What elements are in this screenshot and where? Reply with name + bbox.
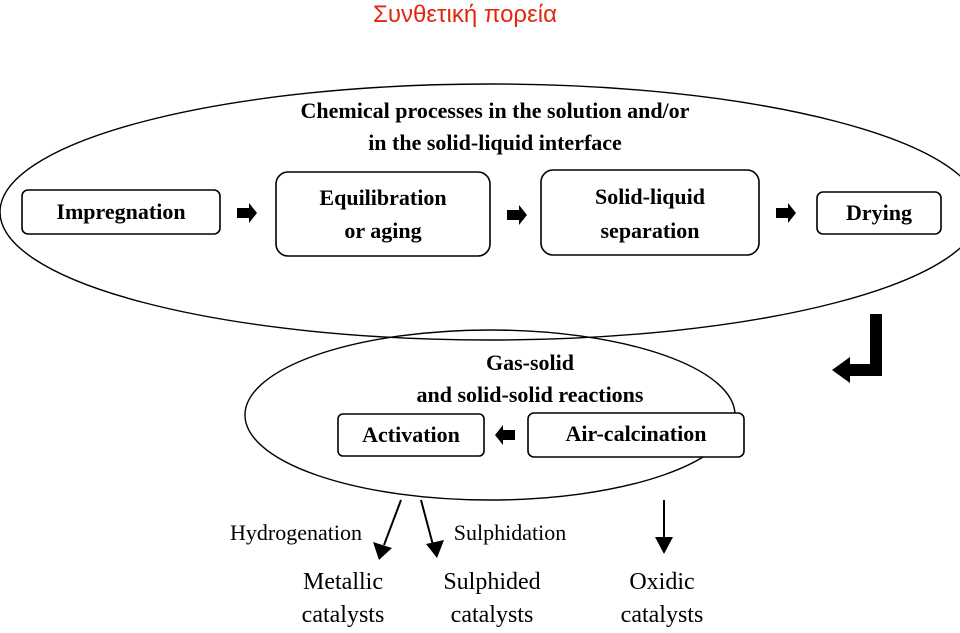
separation-label-line2: separation [601,218,700,243]
bottom-group-heading-line2: and solid-solid reactions [417,382,644,407]
equilibration-label-line2: or aging [344,218,421,243]
activation-box [337,413,485,457]
drying-box [816,191,942,235]
bottom-group-heading-line1: Gas-solid [486,350,574,375]
sulphidation-arrow-line [420,499,434,546]
drying-label: Drying [846,200,912,225]
equilibration-label-line1: Equilibration [319,185,446,210]
right-arrow-icon [776,203,796,223]
diagram-title: Συνθετική πορεία [373,1,557,28]
metallic-catalysts-line1: Metallic [303,569,383,595]
impregnation-label: Impregnation [56,199,185,224]
equilibration-box [275,171,491,257]
top-group-heading-line1: Chemical processes in the solution and/o… [301,98,690,123]
top-group-heading-line2: in the solid-liquid interface [368,130,622,155]
sulphided-catalysts-line2: catalysts [451,602,534,628]
left-arrow-icon [495,425,515,445]
bent-arrow-icon [832,314,882,383]
hydrogenation-label: Hydrogenation [230,520,362,545]
separation-box [540,169,760,256]
right-arrow-icon [237,203,257,223]
separation-label-line1: Solid-liquid [595,184,705,209]
sulphided-catalysts-line1: Sulphided [443,569,540,595]
down-arrow-icon [426,540,444,558]
oxidic-catalysts-line1: Oxidic [629,569,694,595]
activation-label: Activation [362,422,460,447]
metallic-catalysts-line2: catalysts [302,602,385,628]
solution-processes-ellipse [0,83,960,341]
air-calcination-box [527,412,745,458]
hydrogenation-arrow-line [383,499,402,546]
impregnation-box [21,189,221,235]
oxidic-catalysts-line2: catalysts [621,602,704,628]
sulphidation-label: Sulphidation [454,520,566,545]
air-calcination-label: Air-calcination [566,421,707,446]
down-arrow-icon [655,537,673,554]
down-arrow-icon [373,542,392,560]
right-arrow-icon [507,205,527,225]
